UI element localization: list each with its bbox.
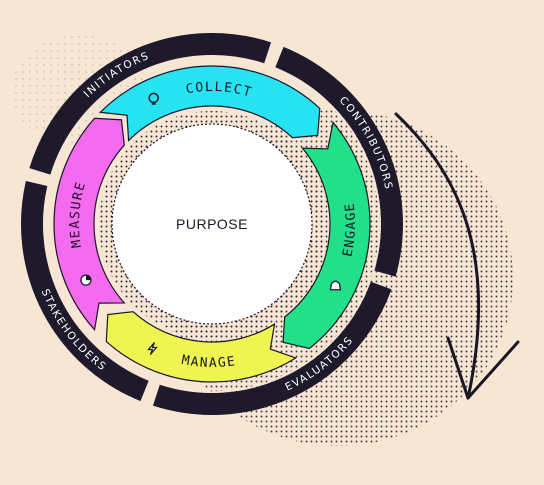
ring-arc-0	[29, 33, 272, 175]
ring-arc-1	[275, 46, 403, 277]
phase-segment-manage	[105, 311, 298, 383]
pie-chart-icon	[80, 274, 92, 286]
ring-arc-2	[152, 281, 392, 415]
phase-segment-collect	[98, 65, 321, 142]
cycle-direction-arrow	[394, 112, 481, 400]
ring-inner-edge	[43, 55, 381, 393]
outer-ring	[21, 33, 403, 415]
lightbulb-icon	[148, 92, 159, 105]
arrowhead-left	[446, 336, 470, 400]
bell-icon	[329, 280, 342, 291]
center-label: PURPOSE	[176, 216, 248, 232]
phase-segments: COLLECT ENGAGE MANAGE MEASURE	[53, 65, 371, 383]
center-disc	[111, 123, 313, 325]
ring-arc-3	[21, 181, 149, 402]
phase-label-measure: MEASURE	[68, 180, 89, 269]
lightning-icon	[147, 342, 158, 355]
phase-segment-measure	[53, 117, 126, 332]
arrowhead-right	[466, 340, 520, 400]
phase-segment-engage	[282, 121, 371, 350]
